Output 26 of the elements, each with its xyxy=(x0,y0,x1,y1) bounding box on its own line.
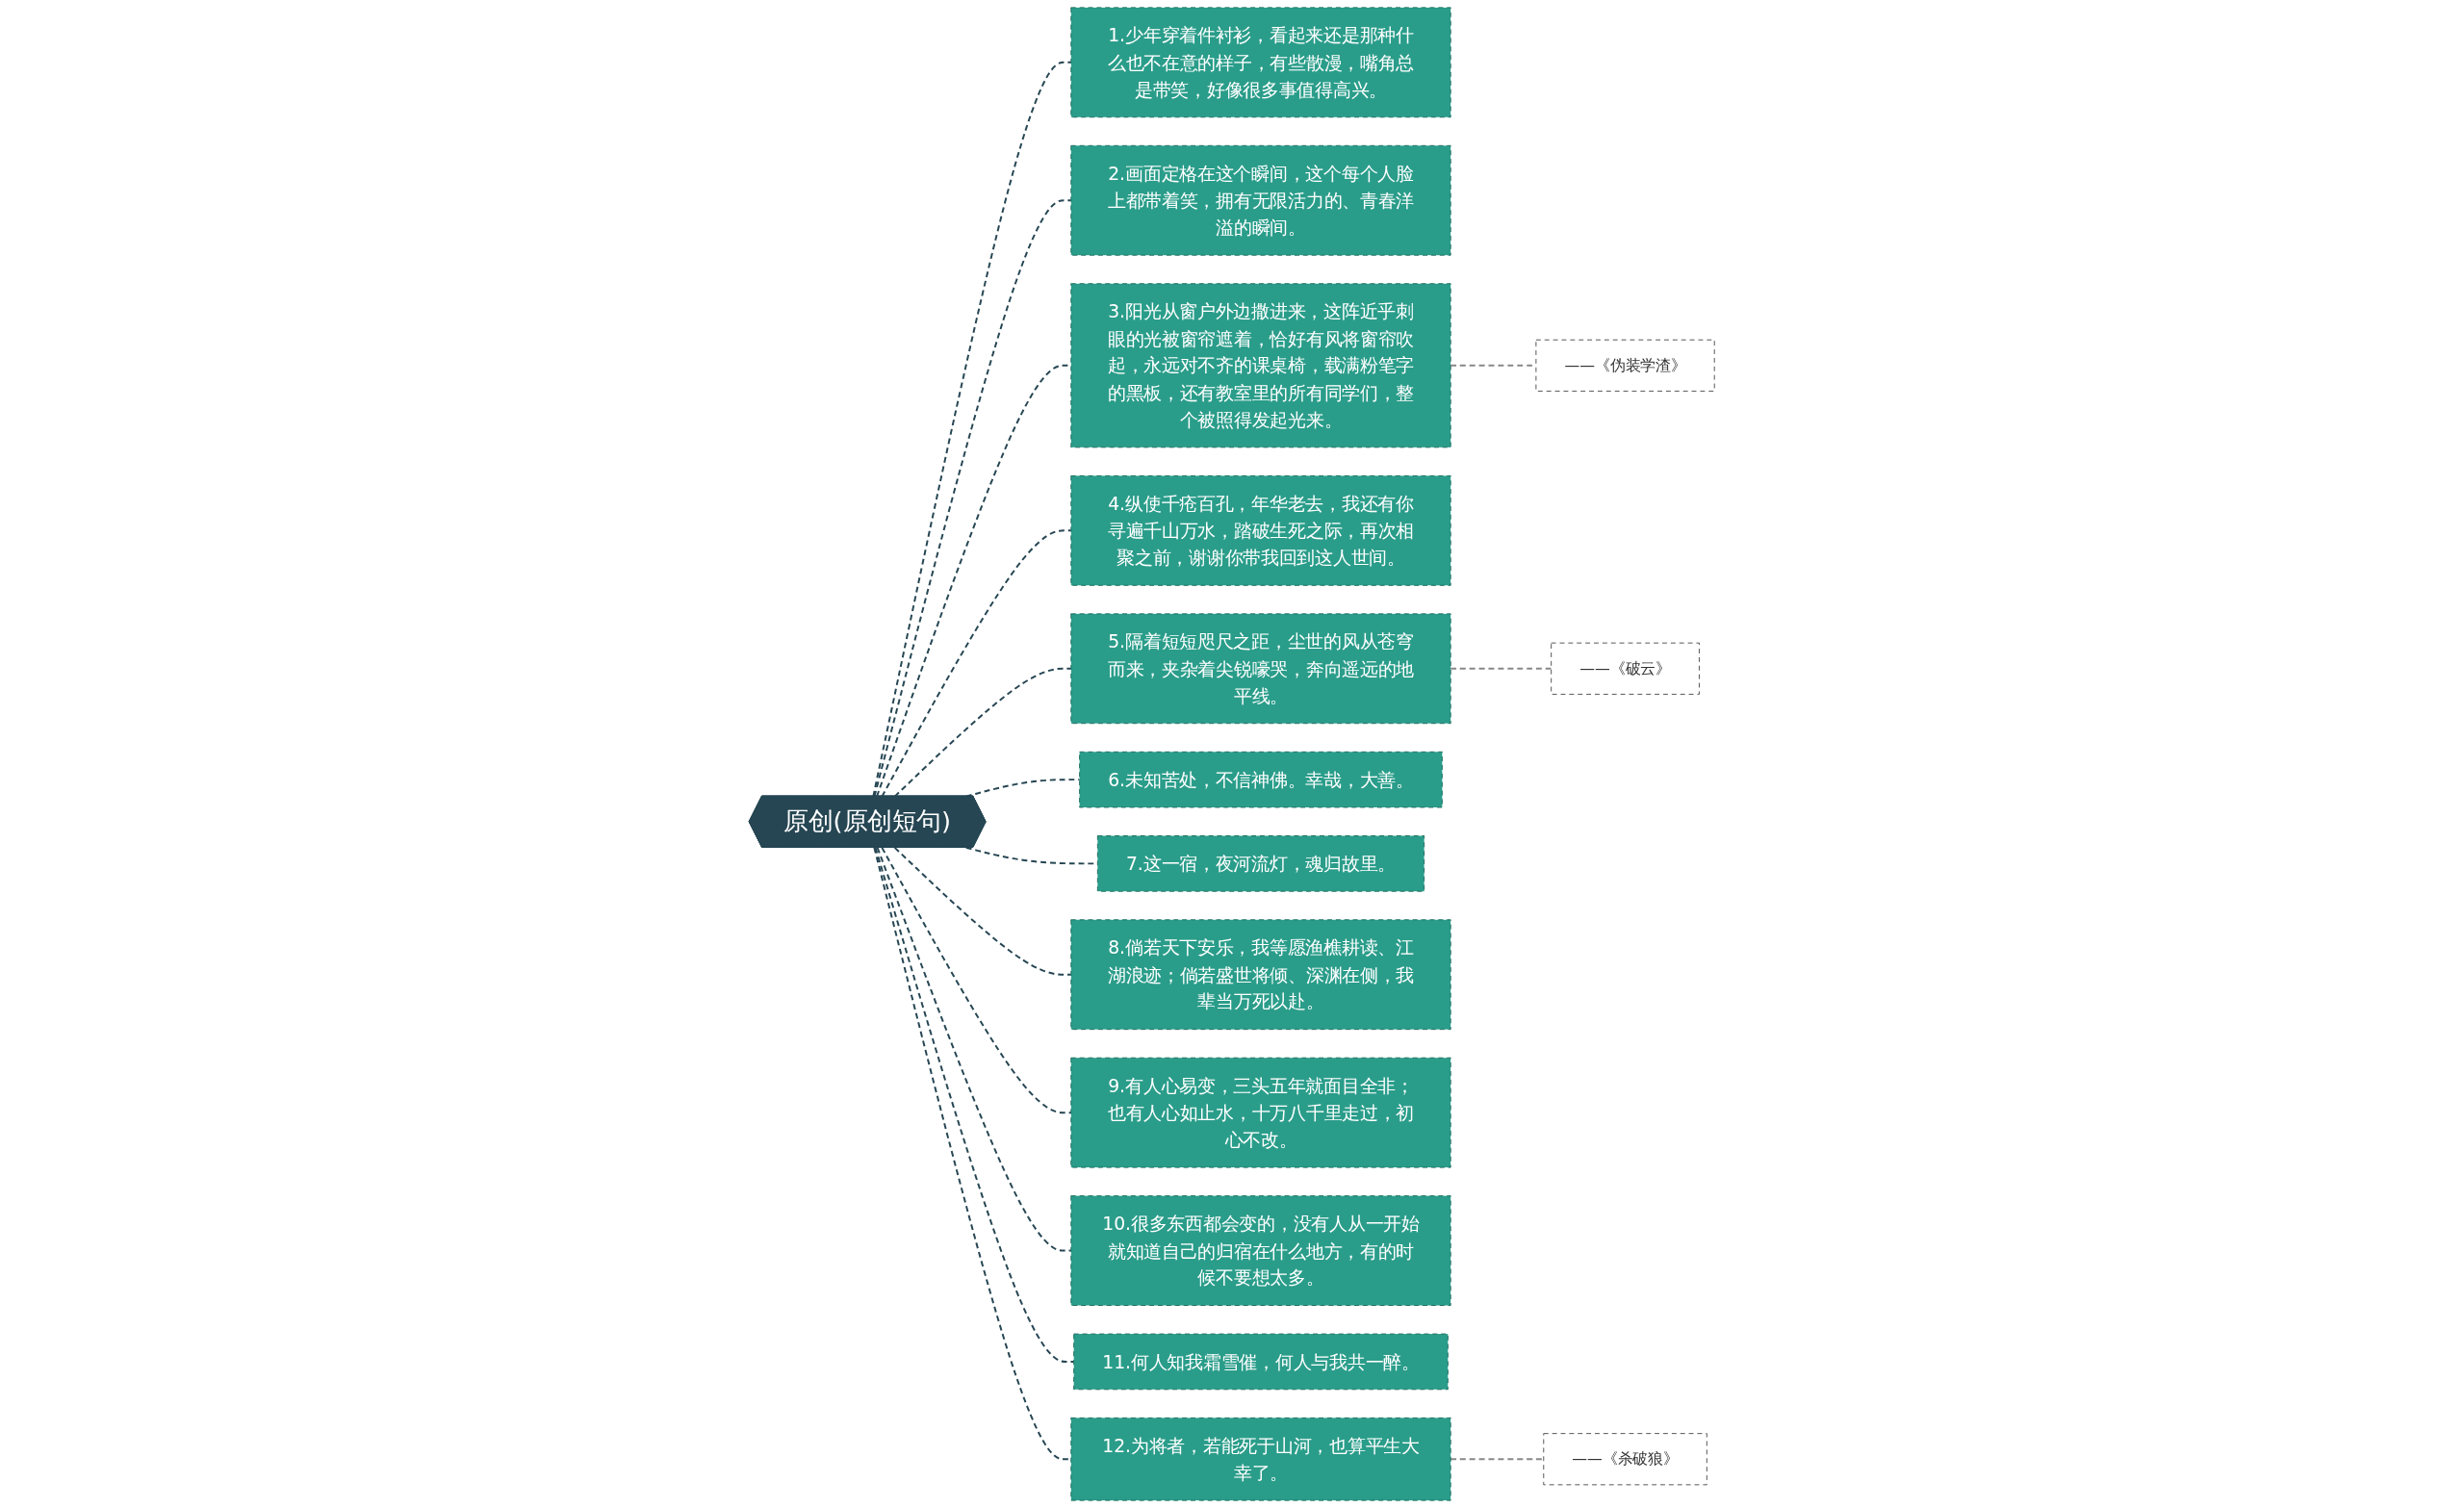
connector xyxy=(893,846,1073,976)
connector xyxy=(1450,667,1553,670)
node-box: ——《杀破狼》 xyxy=(1543,1433,1708,1486)
connector xyxy=(893,667,1073,798)
connector xyxy=(874,846,1075,1363)
node-box: 6.未知苦处，不信神佛。幸哉，大善。 xyxy=(1079,751,1444,808)
node-box: ——《伪装学渣》 xyxy=(1535,339,1715,392)
node-box: 4.纵使千疮百孔，年华老去，我还有你寻遍千山万水，踏破生死之际，再次相聚之前，谢谢你带我回到这人世间。 xyxy=(1070,474,1451,586)
connector xyxy=(881,846,1073,1114)
node-box: 9.有人心易变，三头五年就面目全非；也有人心如止水，十万八千里走过，初心不改。 xyxy=(1070,1057,1451,1168)
connector xyxy=(876,846,1073,1252)
node-box: 7.这一宿，夜河流灯，魂归故里。 xyxy=(1097,835,1425,892)
node-box: 1.少年穿着件衬衫，看起来还是那种什么也不在意的样子，有些散漫，嘴角总是带笑，好像很多事值得高兴。 xyxy=(1070,7,1451,118)
node-box: ——《破云》 xyxy=(1551,642,1701,695)
connector xyxy=(873,846,1073,1461)
node-box: 12.为将者，若能死于山河，也算平生大幸了。 xyxy=(1070,1417,1451,1501)
node-box: 2.画面定格在这个瞬间，这个每个人脸上都带着笑，拥有无限活力的、青春洋溢的瞬间。 xyxy=(1070,144,1451,256)
node-box: 3.阳光从窗户外边撒进来，这阵近乎刺眼的光被窗帘遮着，恰好有风将窗帘吹起，永远对不齐的课桌椅，载满粉笔字的黑板，还有教室里的所有同学们，整个被照得发起光来。 xyxy=(1070,283,1451,448)
connector xyxy=(881,529,1073,798)
node-box: 8.倘若天下安乐，我等愿渔樵耕读、江湖浪迹；倘若盛世将倾、深渊在侧，我辈当万死以赴。 xyxy=(1070,919,1451,1031)
connector xyxy=(872,61,1073,798)
node-box: 5.隔着短短咫尺之距，尘世的风从苍穹而来，夹杂着尖锐嚎哭，奔向遥远的地平线。 xyxy=(1070,613,1451,725)
connector xyxy=(873,199,1073,798)
node-box: 10.很多东西都会变的，没有人从一开始就知道自己的归宿在什么地方，有的时候不要想太多。 xyxy=(1070,1195,1451,1306)
node-box: 11.何人知我霜雪催，何人与我共一醉。 xyxy=(1073,1333,1450,1391)
connector xyxy=(876,364,1073,798)
